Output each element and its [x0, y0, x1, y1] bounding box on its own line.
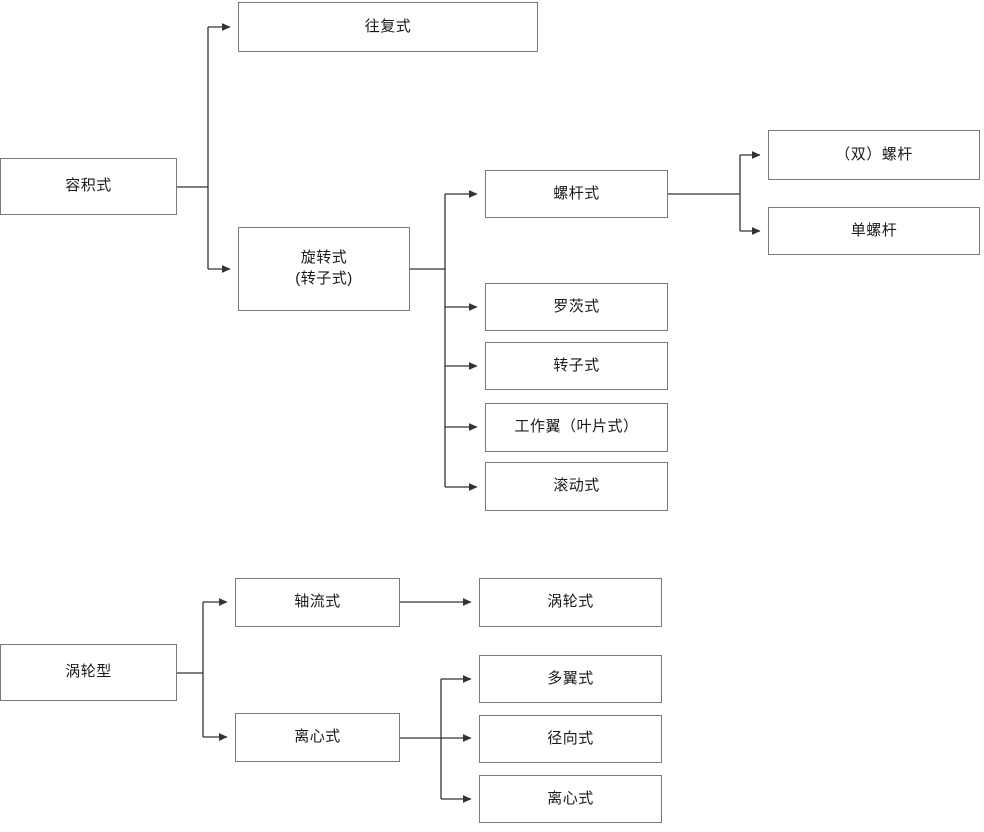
node-label: 容积式	[65, 177, 112, 195]
node-label: 旋转式 (转子式)	[295, 249, 353, 287]
edge-rongjishi-branches	[177, 23, 231, 273]
node-jingxiangshi[interactable]: 径向式	[479, 715, 662, 763]
edge-wolunxing-branches	[177, 598, 228, 741]
node-lixinshi-right[interactable]: 离心式	[479, 775, 662, 823]
node-label: 径向式	[547, 729, 594, 747]
node-label: 涡轮型	[65, 663, 112, 681]
node-duoyishi[interactable]: 多翼式	[479, 655, 662, 703]
node-gongzuoyi-yepianshi[interactable]: 工作翼（叶片式）	[485, 403, 668, 452]
node-label: 转子式	[553, 356, 600, 374]
node-wangfushi[interactable]: 往复式	[238, 2, 538, 52]
node-label: 工作翼（叶片式）	[514, 418, 639, 436]
node-label: 螺杆式	[553, 184, 600, 202]
node-lixinshi-middle[interactable]: 离心式	[235, 713, 400, 762]
node-zhouliushi[interactable]: 轴流式	[235, 578, 400, 627]
node-label: 涡轮式	[547, 593, 594, 611]
node-label: （双）螺杆	[835, 145, 913, 163]
node-label: 离心式	[547, 789, 594, 807]
node-wolunxing[interactable]: 涡轮型	[0, 644, 177, 701]
node-label: 轴流式	[294, 593, 341, 611]
edge-xuanzhuanshi-branches	[410, 190, 478, 491]
node-xuanzhuanshi[interactable]: 旋转式 (转子式)	[238, 227, 410, 311]
edge-luoganshi-branches	[668, 151, 761, 235]
node-zhuanzishi[interactable]: 转子式	[485, 342, 668, 390]
node-label: 滚动式	[553, 477, 600, 495]
node-label: 多翼式	[547, 669, 594, 687]
node-wolunshi[interactable]: 涡轮式	[479, 578, 662, 627]
node-label: 往复式	[364, 17, 412, 35]
node-luoganshi[interactable]: 螺杆式	[485, 170, 668, 218]
node-dan-luogan[interactable]: 单螺杆	[768, 207, 980, 255]
node-label: 离心式	[294, 728, 341, 746]
node-label: 罗茨式	[553, 297, 600, 315]
node-luocishi[interactable]: 罗茨式	[485, 283, 668, 331]
node-label: 单螺杆	[850, 221, 898, 239]
node-rongjishi[interactable]: 容积式	[0, 158, 177, 215]
edge-lixinshi-branches	[400, 675, 472, 803]
node-shuang-luogan[interactable]: （双）螺杆	[768, 130, 980, 180]
node-gundongshi[interactable]: 滚动式	[485, 462, 668, 511]
